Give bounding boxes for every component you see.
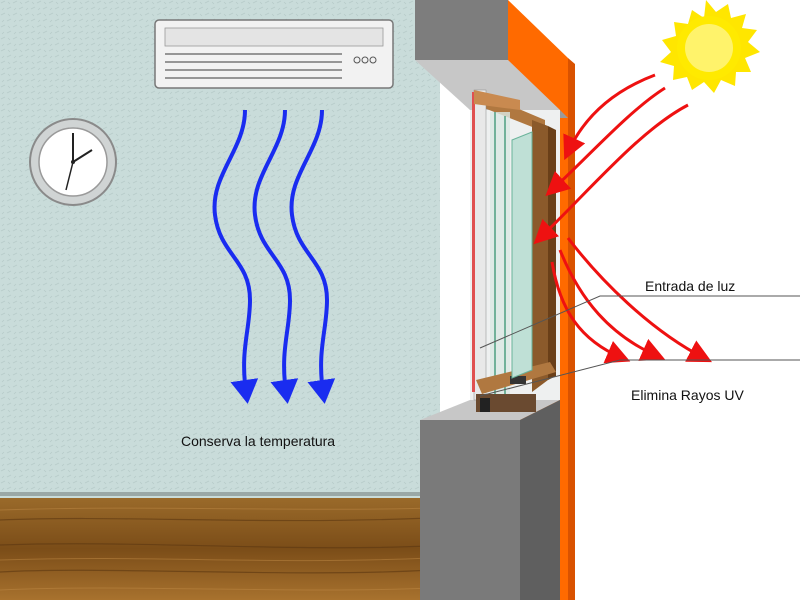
wooden-floor xyxy=(0,498,430,600)
glass-pane xyxy=(512,132,532,378)
air-conditioner-icon xyxy=(155,20,393,88)
wall-clock-icon xyxy=(30,119,116,205)
heat-arrow xyxy=(568,75,655,152)
window-sill xyxy=(420,400,560,600)
temperature-label: Conserva la temperatura xyxy=(181,433,335,449)
deflected-arrow xyxy=(568,238,704,358)
uv-block-label: Elimina Rayos UV xyxy=(631,387,744,403)
sun-icon xyxy=(660,0,760,93)
light-entry-label: Entrada de luz xyxy=(645,278,735,294)
